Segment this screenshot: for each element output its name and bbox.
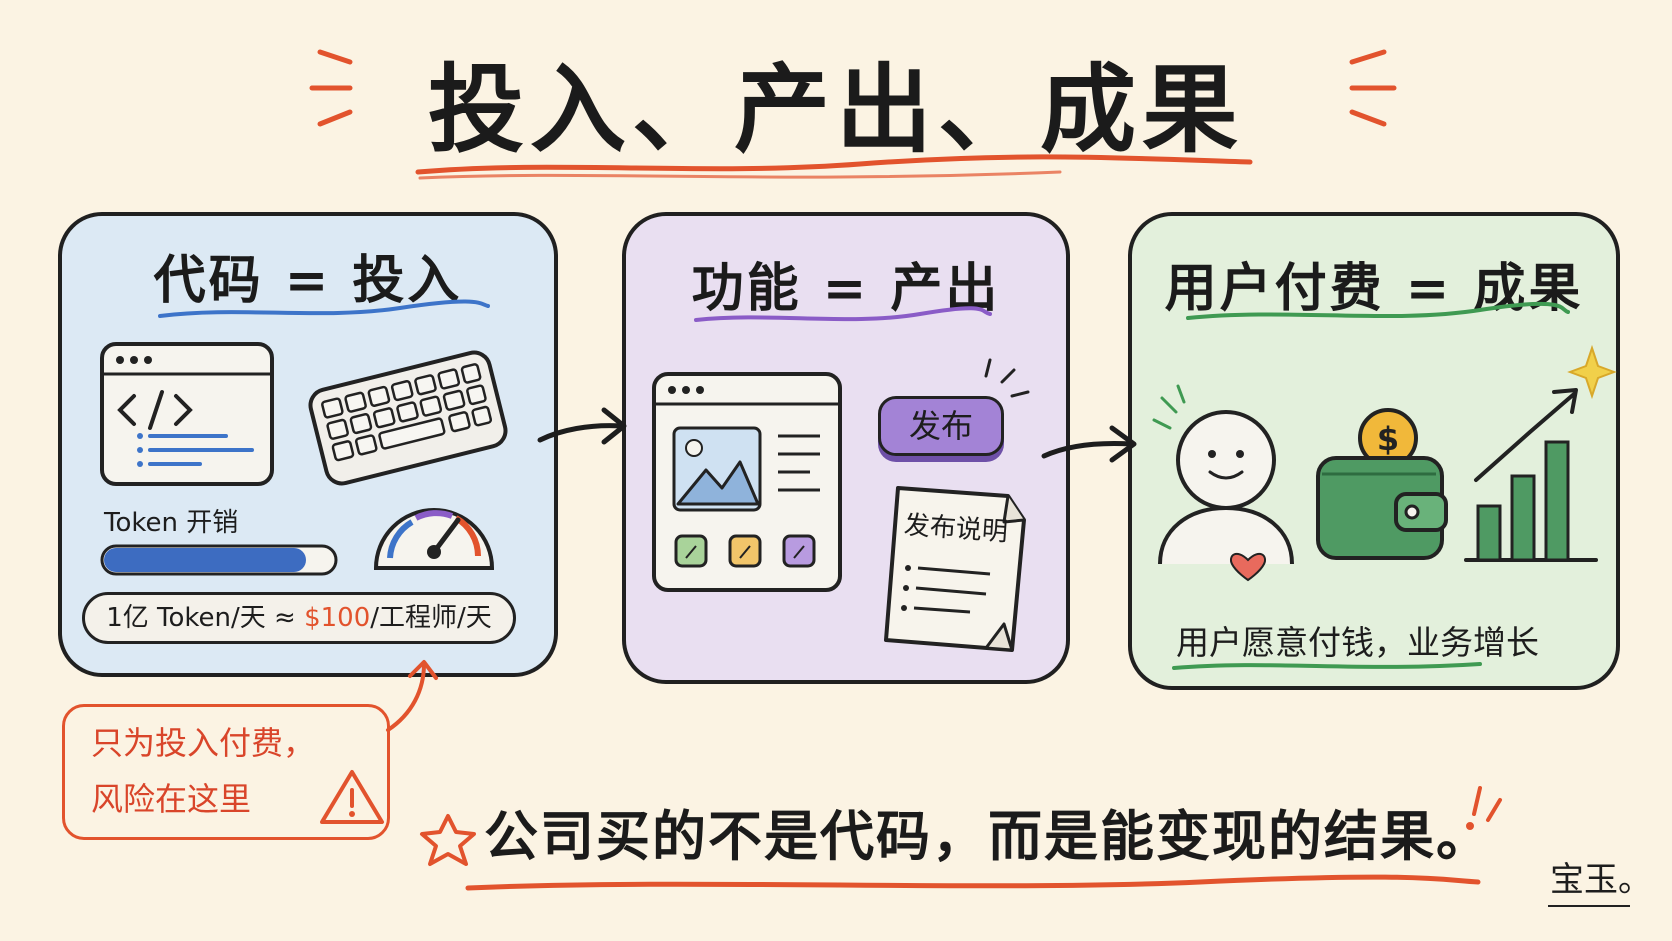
risk-note: 只为投入付费， 风险在这里 — [62, 704, 390, 840]
risk-note-line-2: 风险在这里 — [91, 780, 252, 818]
page-title: 投入、产出、成果 — [428, 54, 1244, 166]
cost-pill: 1亿 Token/天 ≈ $100/工程师/天 — [82, 592, 516, 644]
panel-outcome-heading: 用户付费 = 成果 — [1164, 259, 1584, 319]
signature: 宝玉。 — [1550, 860, 1652, 900]
star-icon — [420, 814, 476, 866]
panel-output-heading: 功能 = 产出 — [691, 259, 1001, 319]
token-label: Token 开销 — [104, 508, 239, 538]
outcome-caption: 用户愿意付钱，业务增长 — [1176, 623, 1539, 662]
bottom-underline — [465, 874, 1481, 891]
panel-input-heading: 代码 = 投入 — [153, 251, 463, 311]
cost-prefix: 1亿 Token/天 ≈ — [106, 603, 305, 633]
bottom-statement: 公司买的不是代码，而是能变现的结果。 — [484, 805, 1492, 868]
cost-amount: $100 — [304, 603, 371, 633]
risk-note-line-1: 只为投入付费， — [91, 724, 316, 762]
cost-suffix: /工程师/天 — [370, 603, 492, 633]
publish-button[interactable]: 发布 — [878, 396, 1004, 456]
panel-output: 功能 = 产出 — [622, 212, 1070, 684]
release-notes-label: 发布说明 — [902, 510, 1009, 548]
